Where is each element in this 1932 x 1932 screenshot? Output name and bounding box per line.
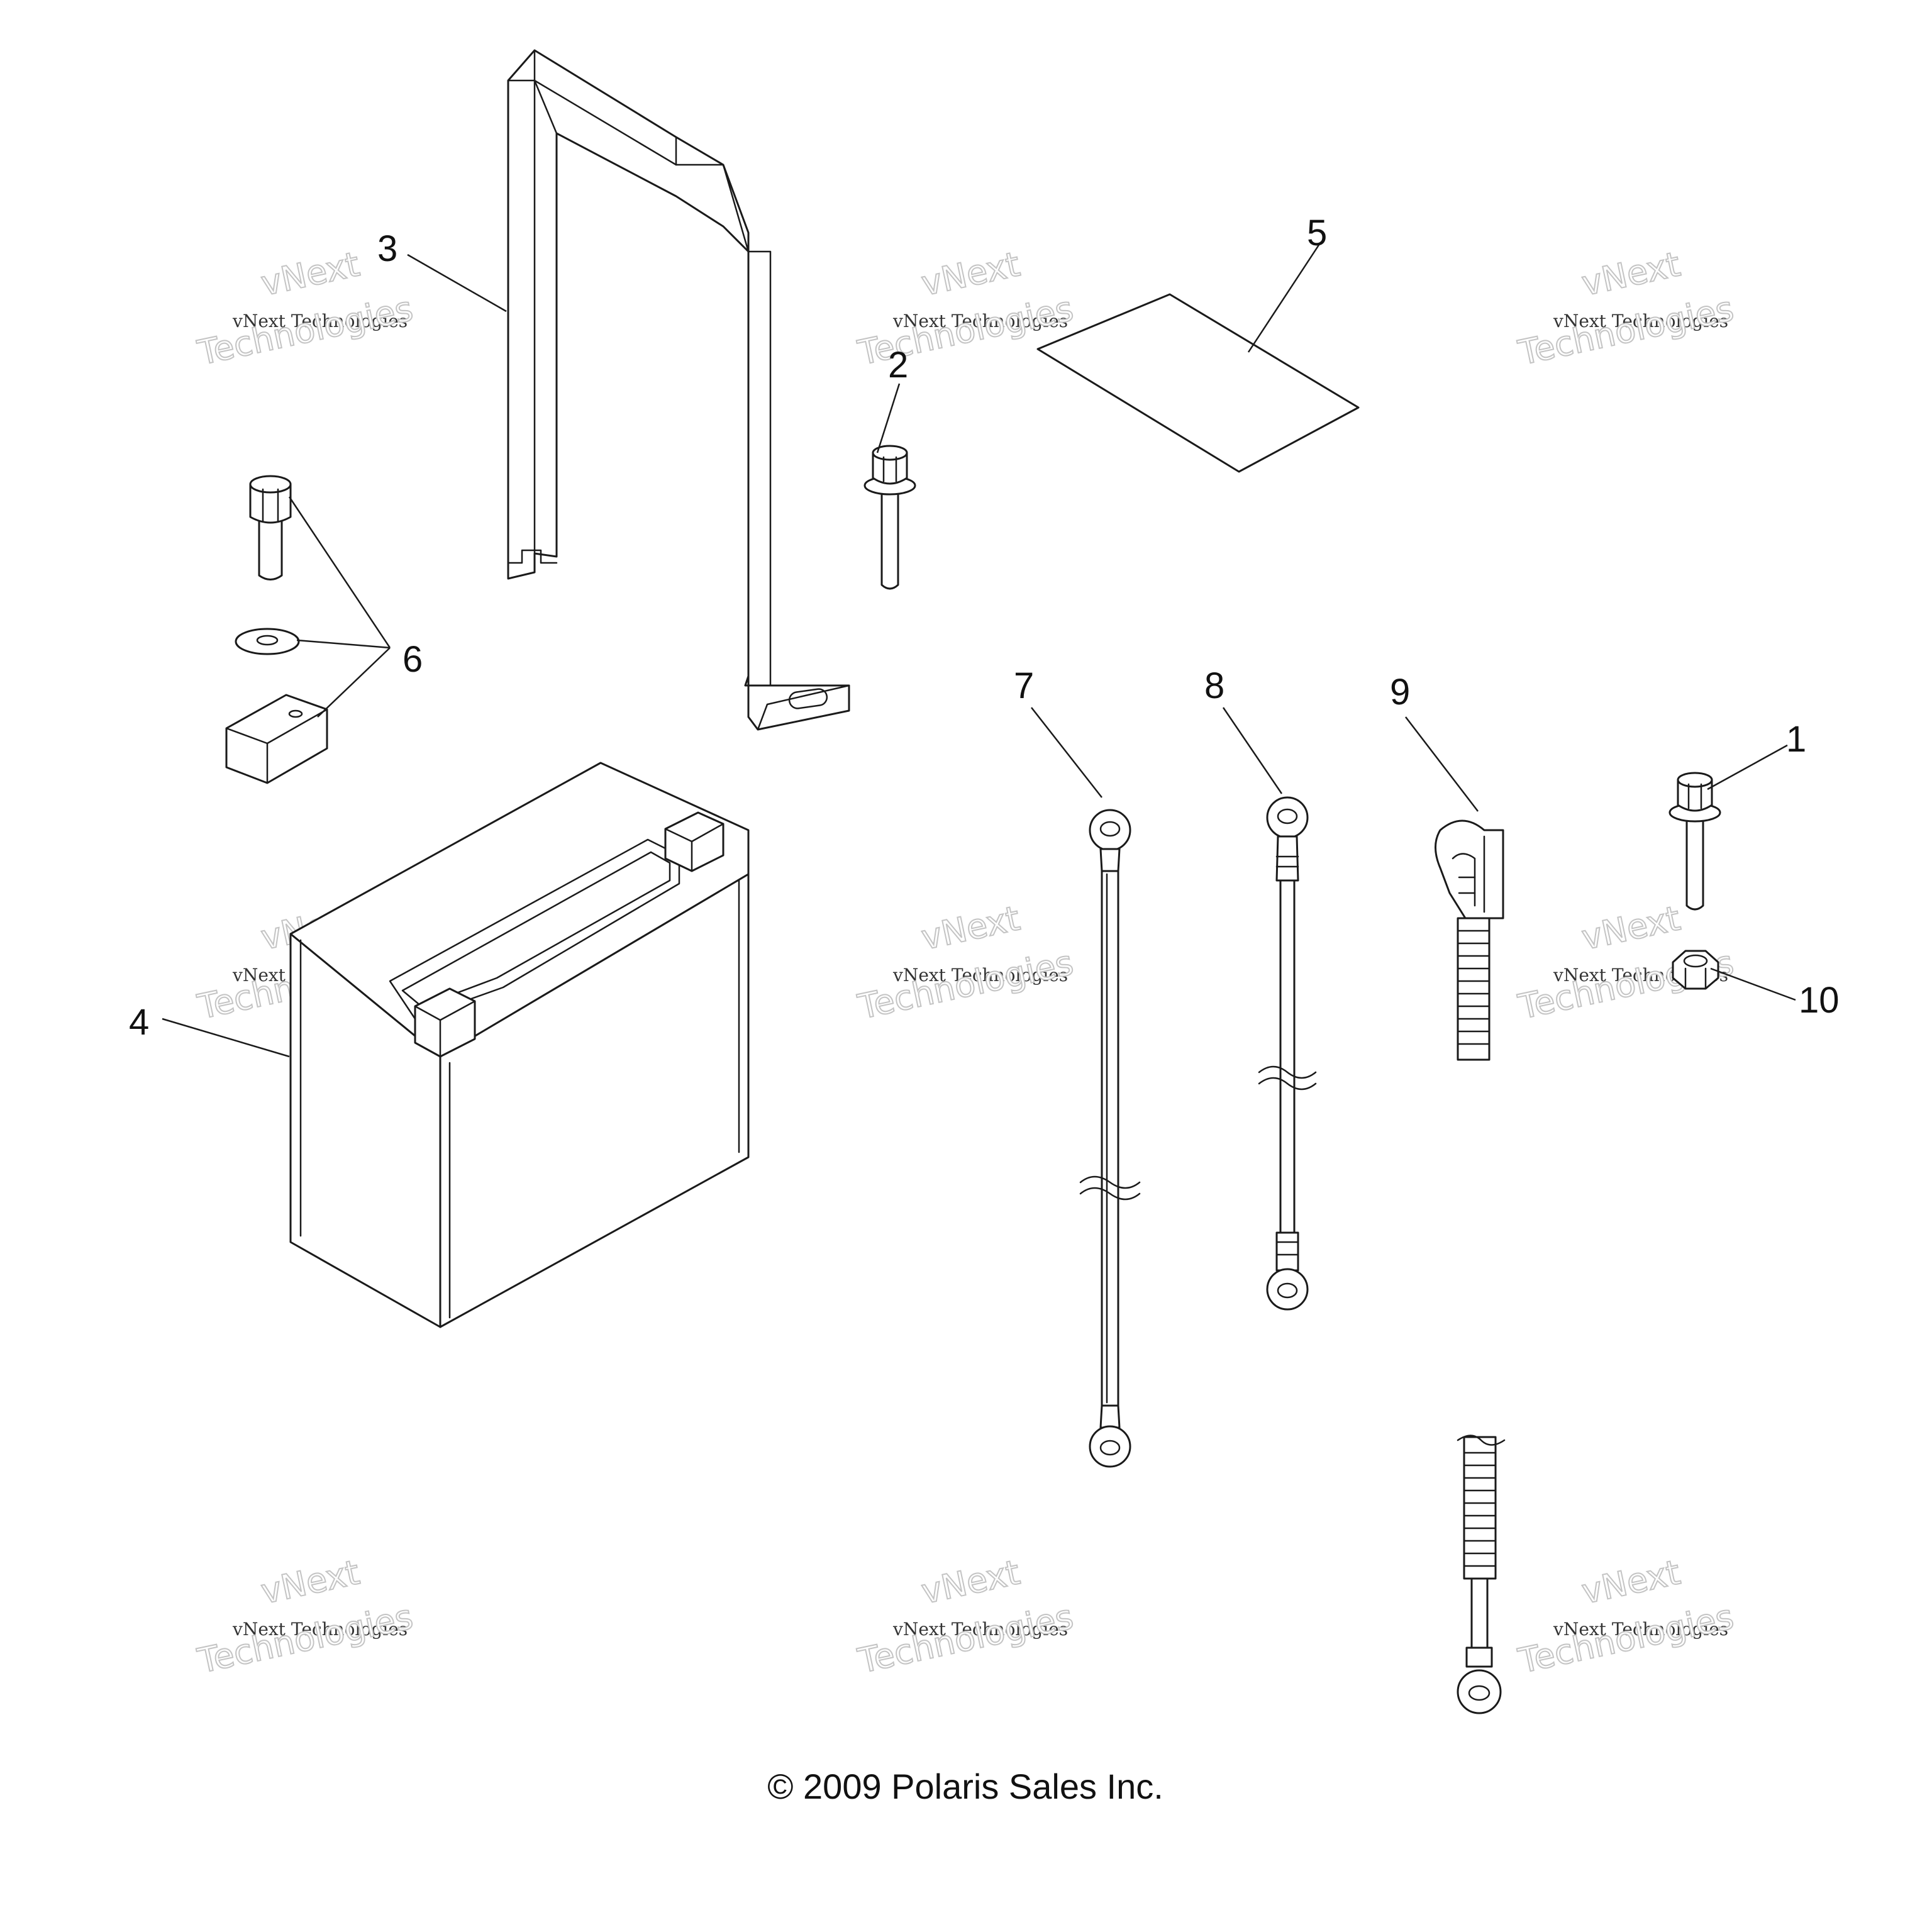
watermark: vNext vNext Technologies Technologies: [194, 1552, 417, 1682]
svg-text:vNext Technologies: vNext Technologies: [892, 965, 1068, 985]
svg-text:vNext Technologies: vNext Technologies: [1553, 1619, 1728, 1640]
svg-text:vNext: vNext: [918, 898, 1023, 957]
hex-bolt: [249, 475, 292, 580]
watermark: vNext vNext Technologies Technologies: [854, 1552, 1077, 1682]
battery-cable-7: [1079, 809, 1141, 1468]
leader-5: [1247, 242, 1322, 353]
svg-text:vNext: vNext: [1579, 1552, 1684, 1611]
svg-text:vNext: vNext: [1579, 898, 1684, 957]
battery-terminal-positive: [414, 987, 476, 1058]
callout-4: 4: [129, 1002, 149, 1043]
callout-10: 10: [1799, 980, 1840, 1021]
svg-text:vNext Technologies: vNext Technologies: [1553, 311, 1728, 331]
flange-bolt-1: [1668, 772, 1721, 911]
callout-5: 5: [1307, 213, 1327, 253]
svg-text:Technologies: Technologies: [855, 1597, 1077, 1681]
svg-text:vNext Technologies: vNext Technologies: [232, 311, 408, 331]
copyright-notice: © 2009 Polaris Sales Inc.: [767, 1767, 1163, 1806]
svg-text:vNext: vNext: [258, 244, 363, 303]
leader-9: [1405, 716, 1479, 812]
positive-cable-9: [1435, 819, 1506, 1714]
leader-8: [1222, 707, 1283, 794]
leader-6: [288, 496, 391, 718]
svg-text:vNext Technologies: vNext Technologies: [892, 1619, 1068, 1640]
svg-text:Technologies: Technologies: [1515, 289, 1737, 373]
leader-lines: [162, 242, 1796, 1058]
callout-9: 9: [1390, 672, 1410, 713]
svg-text:vNext: vNext: [918, 244, 1023, 303]
svg-text:vNext: vNext: [258, 1552, 363, 1611]
svg-text:vNext Technologies: vNext Technologies: [232, 1619, 408, 1640]
callout-2: 2: [888, 345, 908, 386]
svg-text:Technologies: Technologies: [855, 943, 1077, 1027]
nut-block: [225, 694, 328, 784]
flat-washer: [235, 628, 300, 655]
battery-decal: [1036, 293, 1360, 473]
watermark: vNext vNext Technologies Technologies: [854, 897, 1077, 1028]
svg-text:vNext: vNext: [1579, 244, 1684, 303]
callouts: 1 2 3 4 5 6 7 8 9 10: [129, 213, 1840, 1043]
leader-10: [1710, 967, 1796, 1001]
callout-7: 7: [1014, 665, 1034, 706]
flange-bolt-2: [863, 445, 916, 590]
callout-8: 8: [1204, 665, 1224, 706]
leader-1: [1707, 744, 1788, 791]
leader-2: [876, 383, 901, 453]
svg-text:vNext: vNext: [918, 1552, 1023, 1611]
svg-text:Technologies: Technologies: [194, 1597, 416, 1681]
leader-7: [1031, 707, 1102, 798]
watermark: vNext vNext Technologies Technologies: [1514, 1552, 1738, 1682]
svg-text:vNext Technologies: vNext Technologies: [892, 311, 1068, 331]
svg-text:Technologies: Technologies: [194, 289, 416, 373]
leader-3: [407, 253, 507, 313]
battery-strap: [507, 49, 850, 731]
callout-3: 3: [377, 228, 397, 269]
callout-1: 1: [1786, 719, 1806, 760]
battery: [289, 762, 750, 1328]
leader-4: [162, 1018, 290, 1058]
battery-terminal-negative: [664, 811, 724, 872]
ground-cable-8: [1258, 796, 1317, 1311]
watermark: vNext vNext Technologies Technologies: [1514, 243, 1738, 374]
callout-6: 6: [402, 639, 423, 680]
hardware-kit: [225, 475, 328, 784]
svg-text:Technologies: Technologies: [1515, 1597, 1737, 1681]
hex-nut-10: [1672, 950, 1719, 990]
